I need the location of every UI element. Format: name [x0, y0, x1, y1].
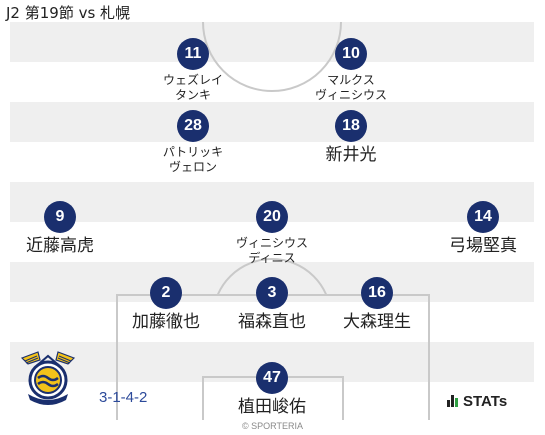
player-name: ウェズレイ タンキ [162, 73, 223, 102]
stats-bars-icon [447, 394, 459, 411]
player-number-badge: 2 [150, 277, 182, 309]
player-10[interactable]: 10 マルクス ヴィニシウス [281, 38, 421, 103]
player-14[interactable]: 14 弓場堅真 [413, 201, 545, 256]
player-20[interactable]: 20 ヴィニシウス ディニス [202, 201, 342, 266]
player-name: 弓場堅真 [449, 236, 517, 256]
player-name: 植田峻佑 [238, 397, 306, 417]
player-2[interactable]: 2 加藤徹也 [96, 277, 236, 332]
player-name: 大森理生 [343, 312, 411, 332]
player-name: ヴィニシウス ディニス [235, 236, 308, 265]
pitch-stripe [10, 102, 534, 142]
page-title: J2 第19節 vs 札幌 [6, 4, 131, 22]
player-number-badge: 3 [256, 277, 288, 309]
player-number-badge: 20 [256, 201, 288, 233]
team-emblem-icon [20, 351, 76, 405]
player-16[interactable]: 16 大森理生 [307, 277, 447, 332]
copyright: © SPORTERIA [242, 421, 303, 431]
player-number-badge: 18 [335, 110, 367, 142]
player-3[interactable]: 3 福森直也 [202, 277, 342, 332]
player-number-badge: 10 [335, 38, 367, 70]
player-name: 加藤徹也 [132, 312, 200, 332]
player-9[interactable]: 9 近藤高虎 [0, 201, 130, 256]
stats-logo: STATs [447, 393, 507, 411]
player-28[interactable]: 28 パトリッキ ヴェロン [123, 110, 263, 175]
player-11[interactable]: 11 ウェズレイ タンキ [123, 38, 263, 103]
player-number-badge: 28 [177, 110, 209, 142]
player-number-badge: 14 [467, 201, 499, 233]
player-name: 近藤高虎 [26, 236, 94, 256]
player-number-badge: 11 [177, 38, 209, 70]
player-name: 福森直也 [238, 312, 306, 332]
player-number-badge: 9 [44, 201, 76, 233]
player-name: 新井光 [325, 145, 377, 165]
player-18[interactable]: 18 新井光 [281, 110, 421, 165]
player-number-badge: 16 [361, 277, 393, 309]
formation-label: 3-1-4-2 [99, 389, 148, 406]
player-47[interactable]: 47 植田峻佑 [202, 362, 342, 417]
player-number-badge: 47 [256, 362, 288, 394]
player-name: マルクス ヴィニシウス [314, 73, 387, 102]
player-name: パトリッキ ヴェロン [162, 145, 224, 174]
